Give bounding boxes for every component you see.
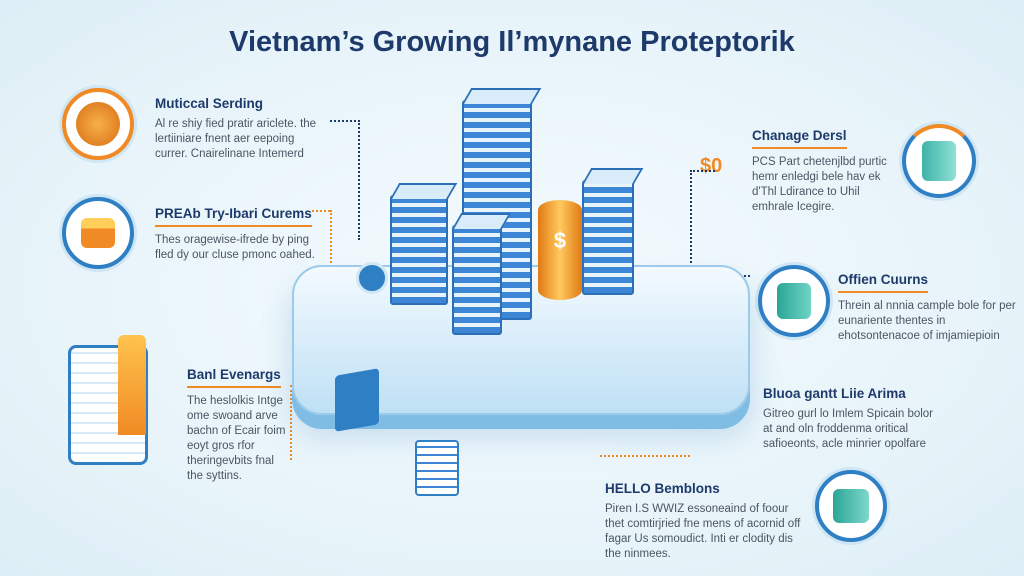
connector — [358, 120, 360, 240]
block-heading: Chanage Dersl — [752, 128, 847, 149]
building — [390, 195, 448, 305]
dollar-label: $ — [553, 228, 567, 253]
connector — [690, 170, 692, 270]
building — [452, 225, 502, 335]
document-card — [335, 368, 379, 432]
connector — [312, 210, 330, 212]
block-text: PCS Part chetenjlbd purtic hemr enledgi … — [752, 156, 887, 213]
block-text: Piren I.S WWIZ essoneaind of foour thet … — [605, 503, 801, 560]
cube-icon — [815, 470, 887, 542]
database-icon — [758, 265, 830, 337]
block-heading: Banl Evenargs — [187, 367, 281, 388]
block-text: The heslolkis Intge ome swoand arve bach… — [187, 395, 286, 482]
info-block-right-1: Chanage Dersl PCS Part chetenjlbd purtic… — [752, 128, 902, 215]
block-text: Thes oragewise-ifrede by ping fled dy ou… — [155, 234, 315, 261]
block-heading: Offien Cuurns — [838, 272, 928, 293]
block-heading: HELLO Bemblons — [605, 481, 720, 496]
box-icon — [62, 197, 134, 269]
globe-icon — [356, 262, 388, 294]
info-block-right-3: Bluoa gantt Liie Arima Gitreo gurl lo Im… — [763, 386, 943, 452]
building — [582, 180, 634, 295]
connector — [330, 120, 360, 122]
server-cycle-icon — [902, 124, 976, 198]
block-text: Gitreo gurl lo Imlem Spicain bolor at an… — [763, 408, 934, 450]
connector — [290, 385, 292, 460]
block-heading: PREAb Try-Ibari Curems — [155, 206, 312, 227]
info-block-left-1: Muticcal Serding Al re shiy fied pratir … — [155, 96, 325, 162]
info-block-left-3: Banl Evenargs The heslolkis Intge ome sw… — [187, 367, 287, 484]
connector — [690, 170, 715, 172]
info-block-right-4: HELLO Bemblons Piren I.S WWIZ essoneaind… — [605, 481, 805, 562]
block-heading: Muticcal Serding — [155, 96, 264, 111]
info-block-right-2: Offien Cuurns Threin al nnnia cample bol… — [838, 272, 1018, 344]
badge-icon: $0 — [700, 155, 723, 177]
coin-icon — [62, 88, 134, 160]
block-text: Al re shiy fied pratir ariclete. the ler… — [155, 118, 317, 160]
info-block-left-2: PREAb Try-Ibari Curems Thes oragewise-if… — [155, 206, 315, 263]
block-heading: Bluoa gantt Liie Arima — [763, 386, 906, 401]
connector — [600, 455, 690, 457]
document-card — [415, 440, 459, 496]
tablet-stand — [118, 335, 146, 435]
page-title: Vietnam’s Growing Il’mynane Proteptorik — [229, 26, 795, 58]
block-text: Threin al nnnia cample bole for per euna… — [838, 300, 1016, 342]
coin-tower: $ — [538, 200, 582, 300]
